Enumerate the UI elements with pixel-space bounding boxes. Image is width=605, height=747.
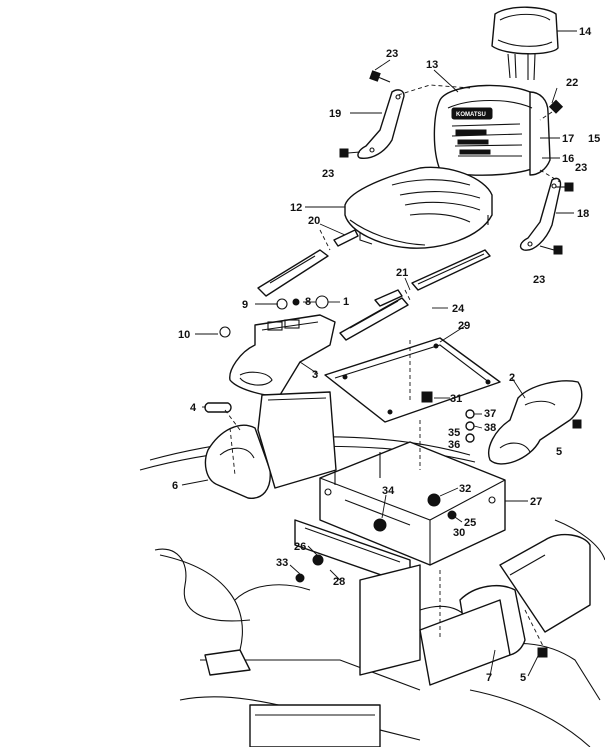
callout-2: 2: [509, 372, 515, 384]
headrest: [491, 6, 559, 81]
callout-27: 27: [530, 496, 542, 508]
callout-26: 26: [294, 541, 306, 553]
callout-23: 23: [575, 162, 587, 174]
machine-body: [139, 436, 605, 747]
callout-leaders: [181, 30, 577, 677]
callout-21: 21: [396, 267, 408, 279]
callout-25: 25: [464, 517, 476, 529]
callout-38: 38: [484, 422, 496, 434]
callout-24: 24: [452, 303, 465, 315]
callout-5: 5: [556, 446, 562, 458]
assembly-lines: [224, 84, 561, 651]
callout-33: 33: [276, 557, 288, 569]
bracket-left: [357, 89, 405, 159]
callout-31: 31: [450, 393, 462, 405]
slide-rails: [257, 229, 491, 341]
callout-12: 12: [290, 202, 302, 214]
callout-4: 4: [190, 402, 197, 414]
callout-18: 18: [577, 208, 589, 220]
callout-36: 36: [448, 439, 460, 451]
callout-23: 23: [386, 48, 398, 60]
floor-plate: [324, 337, 501, 423]
lower-panel: [359, 564, 511, 686]
callout-13: 13: [426, 59, 438, 71]
callout-32: 32: [459, 483, 471, 495]
bracket-right: [519, 177, 562, 251]
seat-logo-text: KOMATSU: [456, 112, 486, 118]
left-console: [219, 295, 336, 397]
callout-28: 28: [333, 576, 345, 588]
callout-30: 30: [453, 527, 465, 539]
callout-23: 23: [533, 274, 545, 286]
callout-34: 34: [382, 485, 395, 497]
callout-7: 7: [486, 672, 492, 684]
callout-29: 29: [458, 320, 470, 332]
callout-5: 5: [520, 672, 526, 684]
callout-19: 19: [329, 108, 341, 120]
callout-22: 22: [566, 77, 578, 89]
callout-23: 23: [322, 168, 334, 180]
seat-cushion: [344, 166, 493, 249]
seat-back: KOMATSU: [433, 84, 551, 176]
callout-20: 20: [308, 215, 320, 227]
callout-35: 35: [448, 427, 460, 439]
callout-9: 9: [242, 299, 248, 311]
callout-17: 17: [562, 133, 574, 145]
callout-10: 10: [178, 329, 190, 341]
callout-8: 8: [305, 296, 311, 308]
callout-3: 3: [312, 369, 318, 381]
left-cover: [204, 391, 337, 499]
front-cover: [294, 519, 411, 586]
callout-6: 6: [172, 480, 178, 492]
callout-1: 1: [343, 296, 349, 308]
callout-16: 16: [562, 153, 574, 165]
bolts: [339, 70, 574, 255]
right-console: [488, 380, 583, 465]
callout-37: 37: [484, 408, 496, 420]
seat-base-box: [319, 441, 506, 566]
callout-15: 15: [588, 133, 600, 145]
callout-14: 14: [579, 26, 592, 38]
callout-labels: 14 13 23 22 19 17 15 16 23 23 12 18 20 2…: [172, 26, 600, 684]
